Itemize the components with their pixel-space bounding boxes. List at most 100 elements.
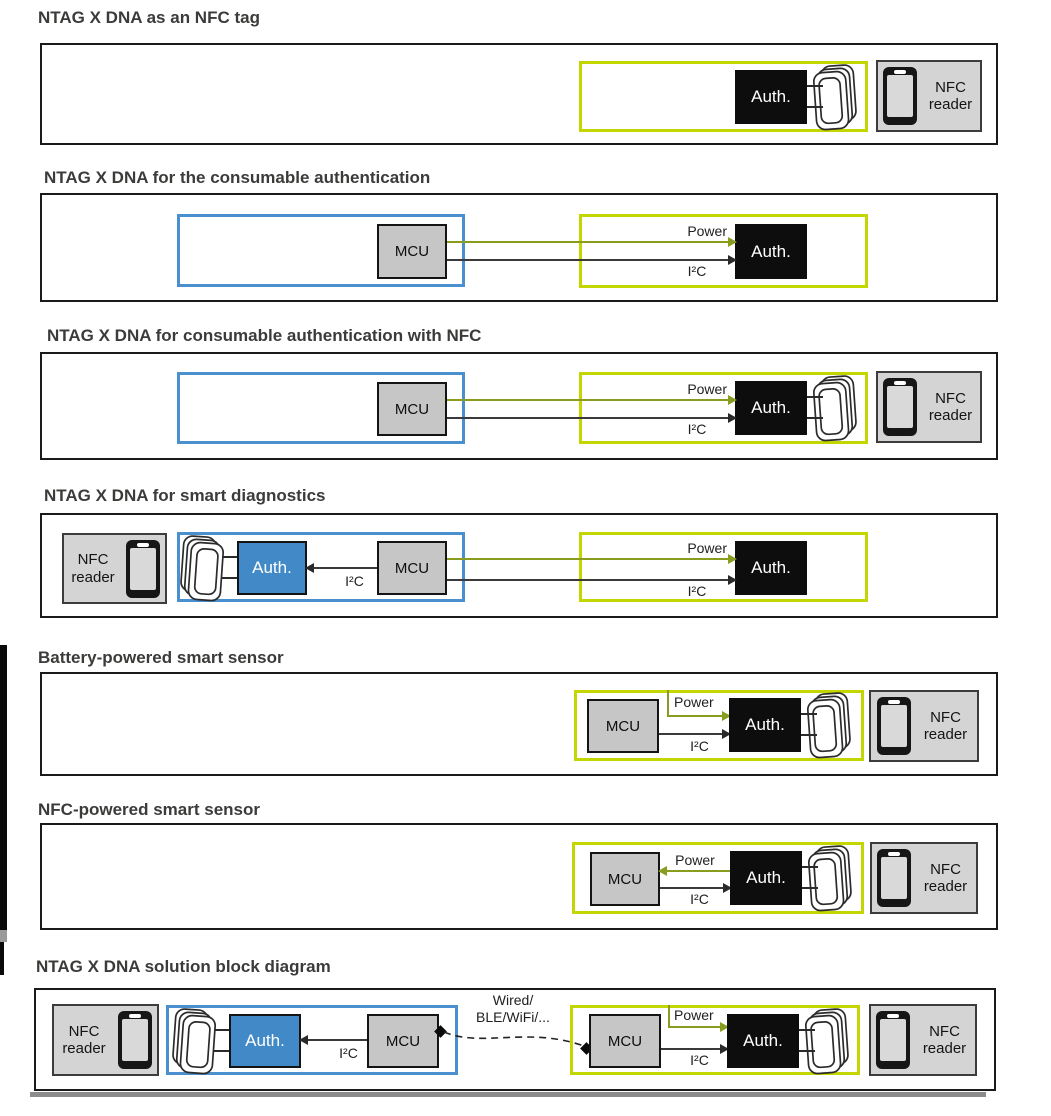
antenna-connector-line [807,417,823,419]
host-outline-blue [177,214,465,287]
system-boundary: Auth. NFC reader [40,43,998,145]
auth-chip-block-host: Auth. [237,541,307,595]
system-boundary: NFC reader Auth. I²C MCU Wired/ BLE/WiFi… [34,988,996,1091]
i2c-arrow-host [307,567,377,569]
antenna-coil-icon [172,1008,217,1075]
auth-label: Auth. [252,558,292,577]
i2c-arrow [447,579,735,581]
antenna-connector-line [799,1029,815,1031]
nfc-reader-box: NFC reader [52,1004,159,1076]
nfc-reader-box: NFC reader [869,690,979,762]
i2c-label: I²C [687,263,707,279]
power-arrow [667,715,729,717]
antenna-coil-icon [806,692,851,759]
bottom-divider-bar [30,1092,986,1097]
left-edge-artifact-bar [0,645,7,930]
i2c-arrow [659,733,729,735]
phone-icon [876,1011,910,1069]
phone-icon [118,1011,152,1069]
phone-icon [883,378,917,436]
nfc-reader-label: NFC reader [923,708,968,743]
antenna-connector-line [807,396,823,398]
power-line-vertical [667,690,669,716]
mcu-block: MCU [377,224,447,279]
nfc-reader-label: NFC reader [62,1022,106,1057]
auth-label: Auth. [743,1031,783,1050]
auth-label: Auth. [751,398,791,417]
auth-chip-block: Auth. [727,1014,799,1068]
nfc-reader-label: NFC reader [71,551,115,586]
nfc-reader-box: NFC reader [876,371,982,443]
antenna-connector-line [802,866,818,868]
i2c-arrow [447,417,735,419]
i2c-label: I²C [690,1052,709,1068]
system-boundary: MCU Power I²C Auth. NFC reader [40,672,998,776]
nfc-reader-box: NFC reader [62,533,167,604]
section-title: NTAG X DNA for consumable authentication… [47,326,482,345]
tag-outline-green [579,61,868,132]
system-boundary: MCU Auth. Power I²C [40,193,998,302]
auth-label: Auth. [751,241,791,261]
tag-outline-green [572,842,864,914]
antenna-connector-line [807,106,823,108]
auth-label: Auth. [751,558,791,577]
mcu-block-sensor: MCU [589,1014,661,1068]
system-boundary: MCU Auth. Power I²C NFC reader [40,352,998,460]
i2c-arrow [447,259,735,261]
tag-outline-green [579,372,868,444]
host-outline-blue [166,1005,458,1075]
phone-icon [883,67,917,125]
nfc-reader-label: NFC reader [928,78,973,113]
mcu-label: MCU [607,870,643,888]
left-edge-artifact-bar [0,942,4,975]
antenna-connector-line [807,85,823,87]
nfc-reader-label: NFC reader [922,1022,967,1057]
link-label-line1: Wired/ [492,992,534,1008]
i2c-label: I²C [690,891,709,907]
power-line-vertical [668,1005,670,1027]
phone-icon [877,849,911,907]
auth-label: Auth. [745,715,785,734]
nfc-reader-box: NFC reader [869,1004,977,1076]
phone-icon [876,697,911,755]
power-arrow [447,241,735,243]
antenna-coil-icon [807,845,852,912]
wireless-link-dashed-line [443,1031,585,1047]
i2c-arrow [660,887,730,889]
section-title: NFC-powered smart sensor [38,800,260,819]
section-title: NTAG X DNA for smart diagnostics [44,486,326,505]
power-arrow [447,558,735,560]
antenna-coil-icon [180,535,225,602]
nfc-reader-box: NFC reader [876,60,982,132]
tag-outline-green [574,690,864,761]
antenna-connector-line [222,577,237,579]
auth-chip-block-host: Auth. [229,1014,301,1068]
auth-label: Auth. [245,1031,285,1050]
section-title: NTAG X DNA solution block diagram [36,957,331,976]
mcu-block-host: MCU [367,1014,439,1068]
nfc-reader-label: NFC reader [923,860,968,895]
i2c-label: I²C [687,421,707,437]
i2c-arrow [661,1048,727,1050]
i2c-label: I²C [690,738,709,754]
section-title: NTAG X DNA for the consumable authentica… [44,168,431,187]
antenna-coil-icon [812,375,857,442]
host-outline-blue [177,532,465,602]
i2c-arrow-host [301,1039,367,1041]
antenna-connector-line [802,887,818,889]
link-label-line2: BLE/WiFi/... [476,1008,550,1025]
antenna-coil-icon [804,1008,849,1075]
power-label: Power [687,540,727,556]
auth-label: Auth. [751,87,791,106]
auth-chip-block: Auth. [735,224,807,279]
auth-chip-block: Auth. [735,70,807,124]
mcu-label: MCU [605,717,641,735]
mcu-label: MCU [607,1032,643,1050]
left-edge-artifact-bar [0,930,7,942]
host-outline-blue [177,372,465,444]
auth-chip-block: Auth. [735,381,807,435]
mcu-label: MCU [385,1032,421,1050]
antenna-connector-line [801,713,817,715]
section-title: NTAG X DNA as an NFC tag [38,8,260,27]
antenna-coil-icon [812,64,857,131]
